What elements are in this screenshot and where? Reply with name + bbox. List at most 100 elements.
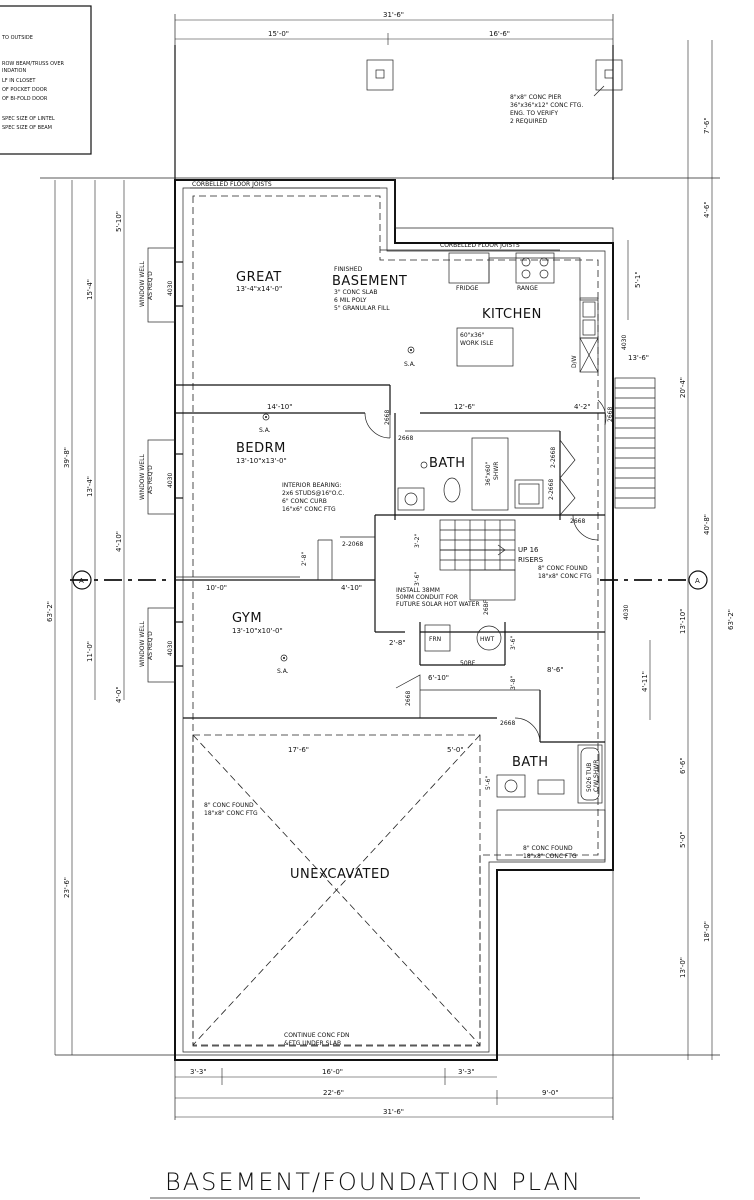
legend-line: OF POCKET DOOR xyxy=(2,87,48,93)
dim-label: 22'-6" xyxy=(323,1089,344,1097)
room-size-gym: 13'-10"x10'-0" xyxy=(232,627,283,635)
dim-label: 10'-0" xyxy=(206,584,227,592)
stairs: UP 16 RISERS 26BF 3'-2" 3'-6" xyxy=(414,377,656,615)
note-text: C/W SHWR xyxy=(593,760,600,792)
door-label: 2668 xyxy=(570,518,585,525)
room-size-great: 13'-4"x14'-0" xyxy=(236,285,282,293)
room-name-kitchen: KITCHEN xyxy=(482,307,542,322)
dw-label: D/W xyxy=(571,355,578,368)
dim-label: 3'-8" xyxy=(510,676,517,690)
door-label: 2668 xyxy=(500,720,515,727)
section-marker-text: A xyxy=(79,577,84,585)
door-label: 2668 xyxy=(398,435,413,442)
door-label: 2668 xyxy=(607,407,614,422)
window-well-label: AS REQ'D xyxy=(147,271,154,300)
note-text: 8" CONC FOUND xyxy=(523,845,573,852)
supply-air-dot xyxy=(262,413,270,421)
legend-line: INDATION xyxy=(2,68,26,74)
dim-label: 11'-0" xyxy=(86,641,94,662)
dim-label: 3'-6" xyxy=(414,572,421,586)
dim-label: 3'-2" xyxy=(414,534,421,548)
room-name-gym: GYM xyxy=(232,611,262,626)
basement-spec: 3" CONC SLAB xyxy=(334,289,378,296)
note-text: 50MM CONDUIT FOR xyxy=(396,594,458,601)
dim-label: 63'-2" xyxy=(46,601,54,622)
frn-label: FRN xyxy=(429,636,441,643)
room-name-bath: BATH xyxy=(429,456,466,471)
window-size: 4030 xyxy=(167,641,174,656)
dim-label: 5'-6" xyxy=(485,776,492,790)
dim-label: 3'-3" xyxy=(458,1068,475,1076)
window-well-label: WINDOW WELL xyxy=(139,261,146,307)
bath-2: BATH 5026 TUB C/W SHWR 5'-6" 8" CONC FOU… xyxy=(485,744,606,861)
note-text: 8"x8" CONC PIER xyxy=(510,94,561,101)
note-text: 18"x8" CONC FTG xyxy=(523,853,577,860)
window-size: 4030 xyxy=(167,473,174,488)
dim-label: 40'-8" xyxy=(703,514,711,535)
legend-line: SPEC SIZE OF BEAM xyxy=(2,125,52,131)
note-text: WORK ISLE xyxy=(460,340,494,347)
dim-label: 17'-6" xyxy=(288,746,309,754)
note-text: 36"x60" xyxy=(485,461,492,486)
note-text: &FTG UNDER SLAB xyxy=(284,1040,341,1047)
room-name-unexcavated: UNEXCAVATED xyxy=(290,867,390,882)
hwt-label: HWT xyxy=(480,636,494,643)
legend-line: LF IN CLOSET xyxy=(2,78,36,84)
door-label: 50BF xyxy=(460,660,476,667)
legend-line: SPEC SIZE OF LINTEL xyxy=(2,116,55,122)
window-well-label: WINDOW WELL xyxy=(139,454,146,500)
room-name-bedrm: BEDRM xyxy=(236,441,286,456)
fridge-label: FRIDGE xyxy=(456,285,479,292)
dim-label: 8'-6" xyxy=(547,666,564,674)
dim-label: 15'-0" xyxy=(268,30,289,38)
note-text: CONTINUE CONC FDN xyxy=(284,1032,349,1039)
note-text: SHWR xyxy=(493,462,500,480)
window-size: 4030 xyxy=(623,605,630,620)
legend-line: OF BI-FOLD DOOR xyxy=(2,96,48,102)
window-well-label: WINDOW WELL xyxy=(139,621,146,667)
dim-label: 9'-0" xyxy=(542,1089,559,1097)
note-text: ENG. TO VERIFY xyxy=(510,110,558,117)
dim-label: 13'-6" xyxy=(628,354,649,362)
dim-label: 5'-0" xyxy=(679,831,687,848)
dim-label: 18'-0" xyxy=(703,921,711,942)
door-label: 2-2668 xyxy=(550,447,557,468)
room-size-bedrm: 13'-10"x13'-0" xyxy=(236,457,287,465)
dim-label: 13'-4" xyxy=(86,476,94,497)
note-text: 2x6 STUDS@16"O.C. xyxy=(282,490,344,497)
note-text: 2 REQUIRED xyxy=(510,118,548,125)
dim-label: 3'-3" xyxy=(190,1068,207,1076)
dim-label: 20'-4" xyxy=(679,377,687,398)
note-text: 36"x36"x12" CONC FTG. xyxy=(510,102,583,109)
sa-label: S.A. xyxy=(259,427,271,434)
top-dimensions: 31'-6" 15'-0" 16'-6" xyxy=(174,11,614,180)
dim-label: 13'-0" xyxy=(679,957,687,978)
dim-label: 3'-6" xyxy=(510,636,517,650)
supply-air-dot xyxy=(407,346,415,354)
dim-label: 4'-10" xyxy=(115,531,123,552)
basement-spec: 6 MIL POLY xyxy=(334,297,367,304)
door-label: 26BF xyxy=(483,599,490,615)
sa-label: S.A. xyxy=(277,668,289,675)
interior-walls xyxy=(175,384,605,743)
dim-label: 4'-10" xyxy=(341,584,362,592)
note-text: CORBELLED FLOOR JOISTS xyxy=(192,181,272,188)
dim-label: 16'-6" xyxy=(489,30,510,38)
note-text: INSTALL 38MM xyxy=(396,587,440,594)
note-text: 8" CONC FOUND xyxy=(538,565,588,572)
dim-label: 5'-10" xyxy=(115,211,123,232)
section-marker-left xyxy=(72,570,92,590)
dim-label: 31'-6" xyxy=(383,1108,404,1116)
dim-label: 13'-10" xyxy=(679,609,687,634)
dim-label: 12'-6" xyxy=(454,403,475,411)
supply-air-dot xyxy=(283,657,285,659)
basement-spec: 5" GRANULAR FILL xyxy=(334,305,390,312)
window-size: 4030 xyxy=(167,281,174,296)
note-text: 16"x6" CONC FTG xyxy=(282,506,336,513)
dim-label: 39'-8" xyxy=(63,447,71,468)
deck-pier-area: 8"x8" CONC PIER 36"x36"x12" CONC FTG. EN… xyxy=(174,45,623,180)
note-text: 5026 TUB xyxy=(586,763,593,792)
dim-label: 5'-0" xyxy=(447,746,464,754)
note-text: FUTURE SOLAR HOT WATER xyxy=(396,601,480,608)
dim-label: 63'-2" xyxy=(727,609,735,630)
